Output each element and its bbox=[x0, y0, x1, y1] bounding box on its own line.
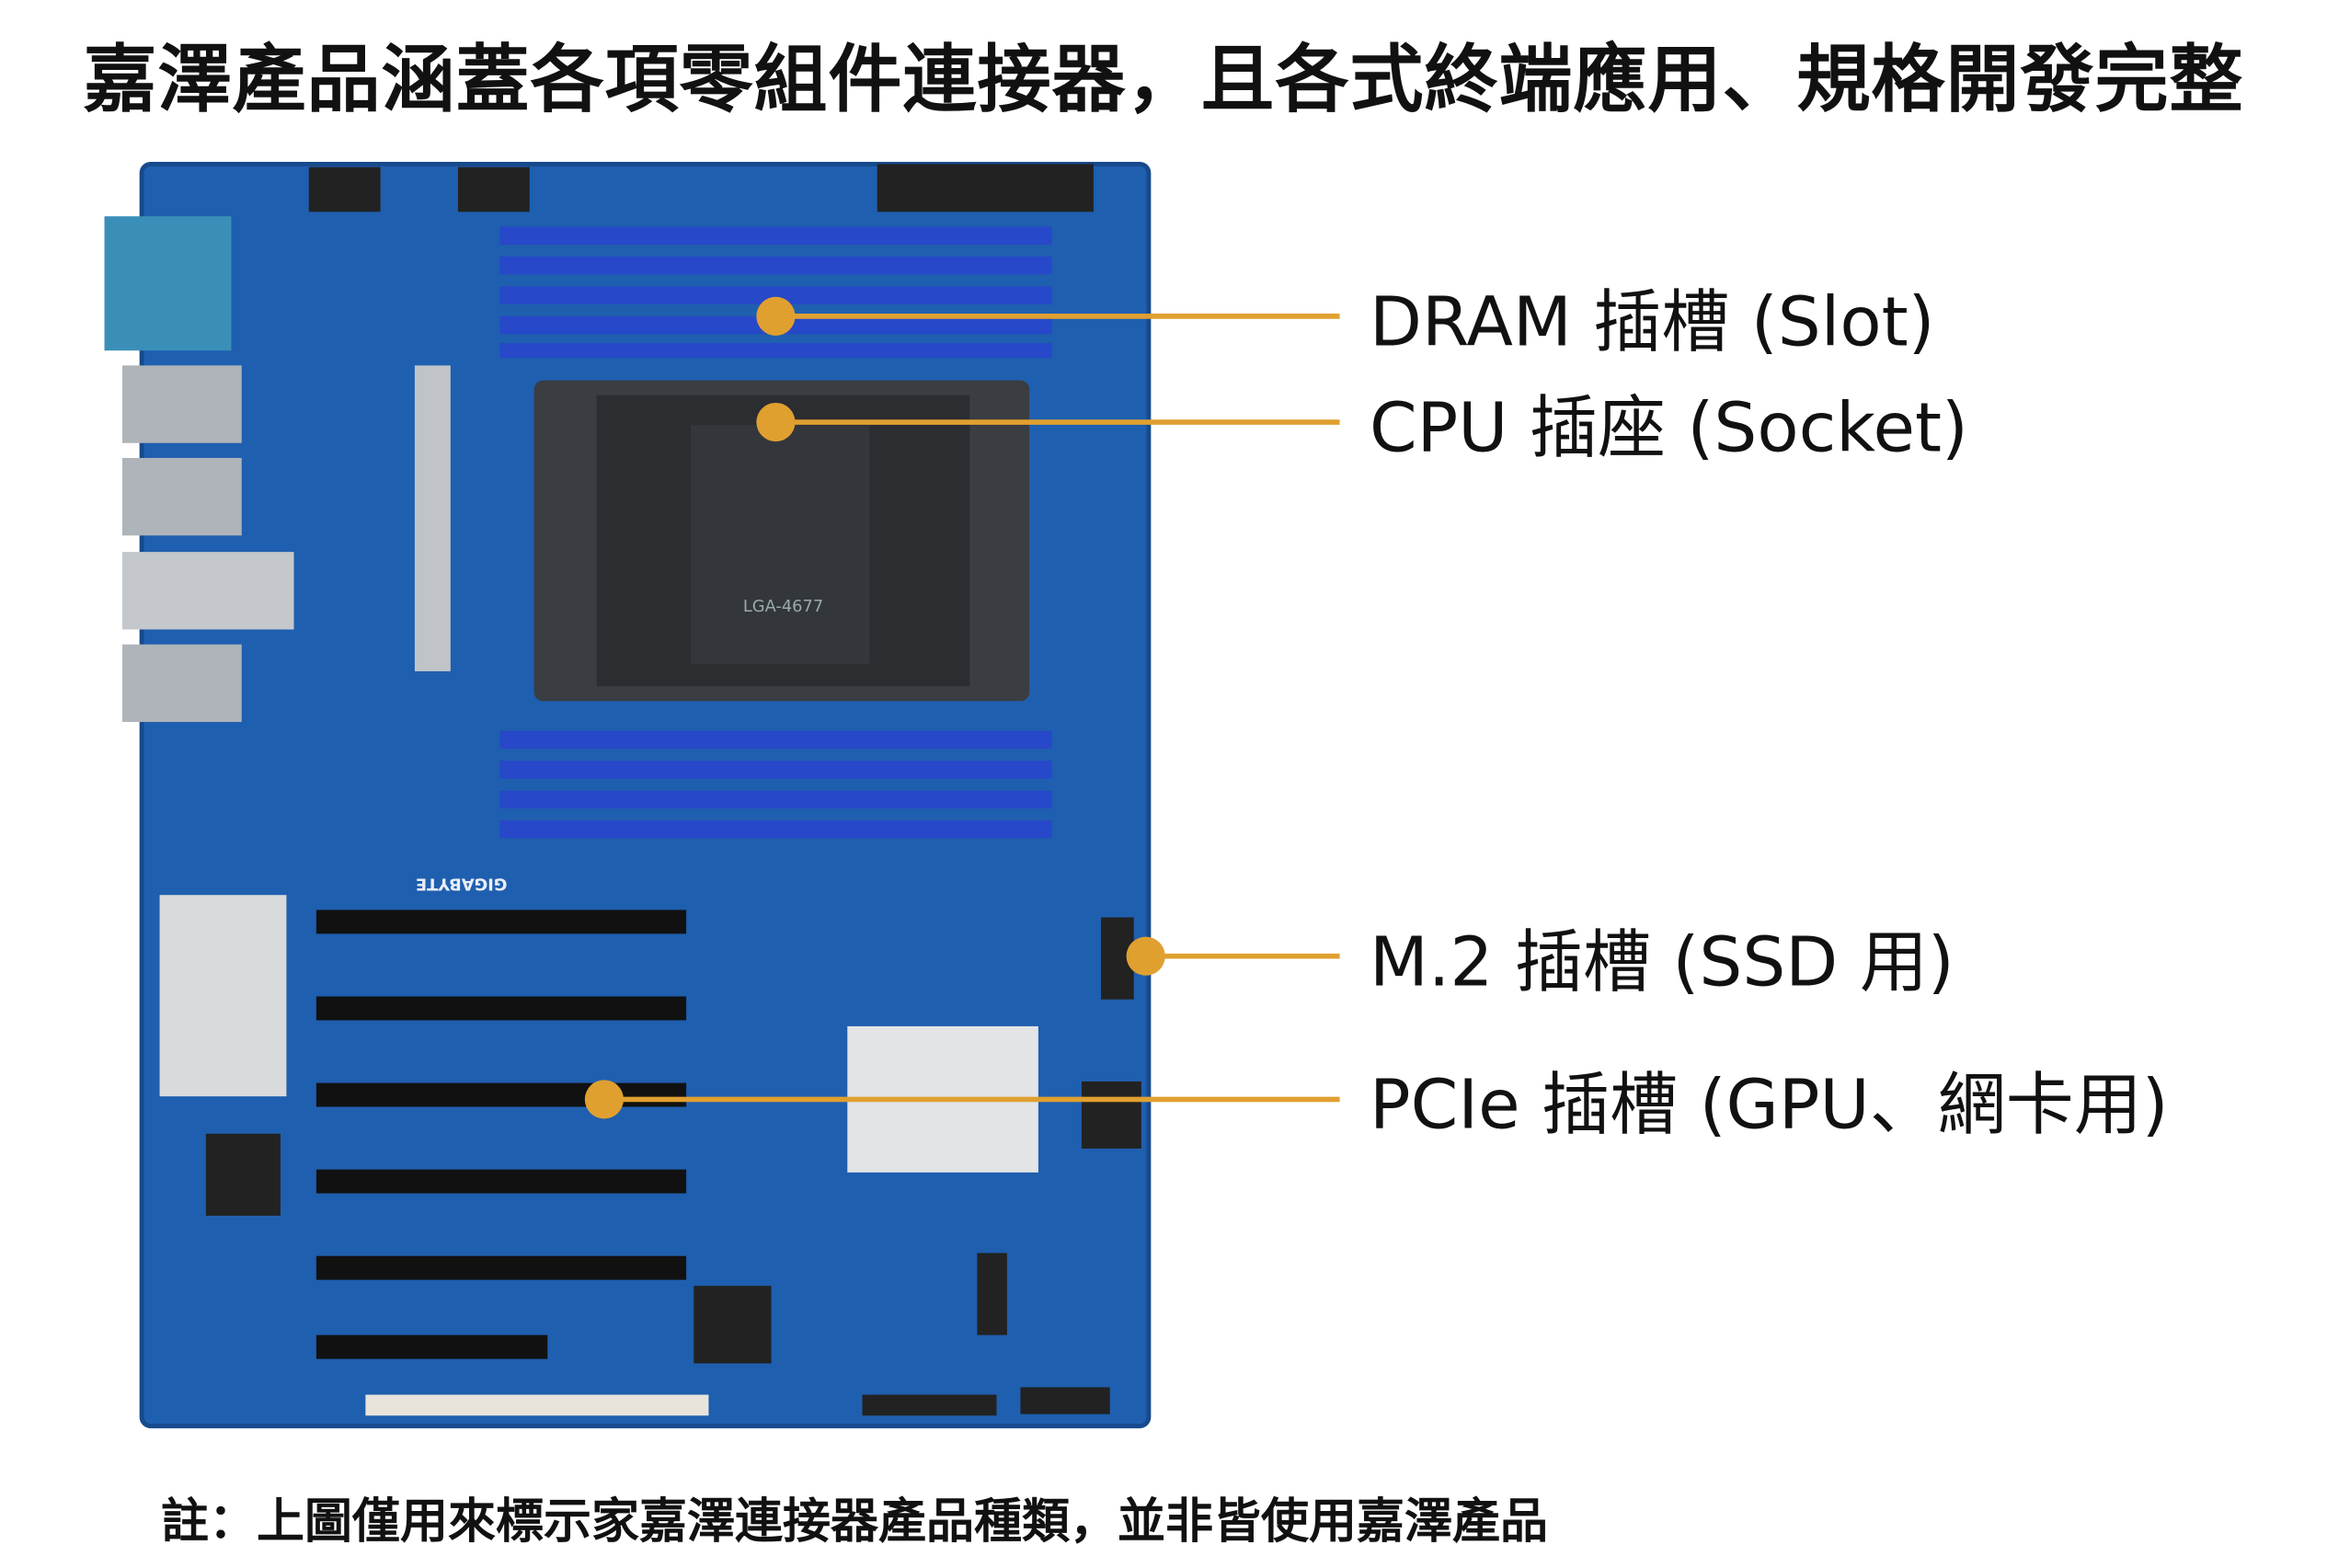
lan-port bbox=[122, 457, 242, 536]
atx-power-connector bbox=[877, 164, 1094, 212]
usb-port bbox=[122, 552, 294, 630]
dram-callout-label: DRAM 插槽 (Slot) bbox=[1370, 282, 1935, 362]
cpu-callout-dot bbox=[756, 402, 796, 442]
pcie-callout-dot bbox=[584, 1080, 624, 1119]
socket-marking: LGA-4677 bbox=[743, 597, 823, 616]
m2-callout-dot bbox=[1126, 936, 1165, 976]
chip bbox=[694, 1286, 772, 1364]
pcie-slots bbox=[315, 910, 687, 1359]
vrm-heatsink bbox=[414, 365, 451, 671]
callout-lines bbox=[603, 314, 1340, 1103]
usb-port bbox=[122, 644, 242, 723]
cpu-callout-label: CPU 插座 (Socket) bbox=[1370, 388, 1968, 468]
header bbox=[862, 1394, 997, 1416]
header bbox=[1020, 1387, 1110, 1414]
pcie-callout-label: PCIe 插槽 (GPU、網卡用) bbox=[1370, 1065, 2169, 1145]
fan-headers bbox=[365, 1394, 709, 1416]
dram-slots-lower bbox=[499, 730, 1052, 839]
chipset-heatsink bbox=[159, 895, 287, 1097]
m2-callout-label: M.2 插槽 (SSD 用) bbox=[1370, 922, 1954, 1002]
power-connector bbox=[457, 166, 530, 212]
lan-port bbox=[122, 365, 242, 443]
sata-connector bbox=[1081, 1081, 1141, 1149]
power-connector bbox=[308, 166, 381, 212]
page-title: 嘉澤產品涵蓋各項零組件連接器，且各式終端應用、規格開發完整 bbox=[83, 37, 2244, 122]
bmc-chip bbox=[205, 1133, 281, 1216]
vga-port bbox=[104, 216, 232, 351]
connector bbox=[977, 1253, 1007, 1335]
footnote: 註：上圖僅用來標示家嘉澤連接器產品種類，並非皆使用嘉澤產品 bbox=[161, 1494, 1549, 1550]
board-brand: GIGABYTE bbox=[416, 874, 508, 893]
dram-callout-dot bbox=[756, 296, 796, 336]
